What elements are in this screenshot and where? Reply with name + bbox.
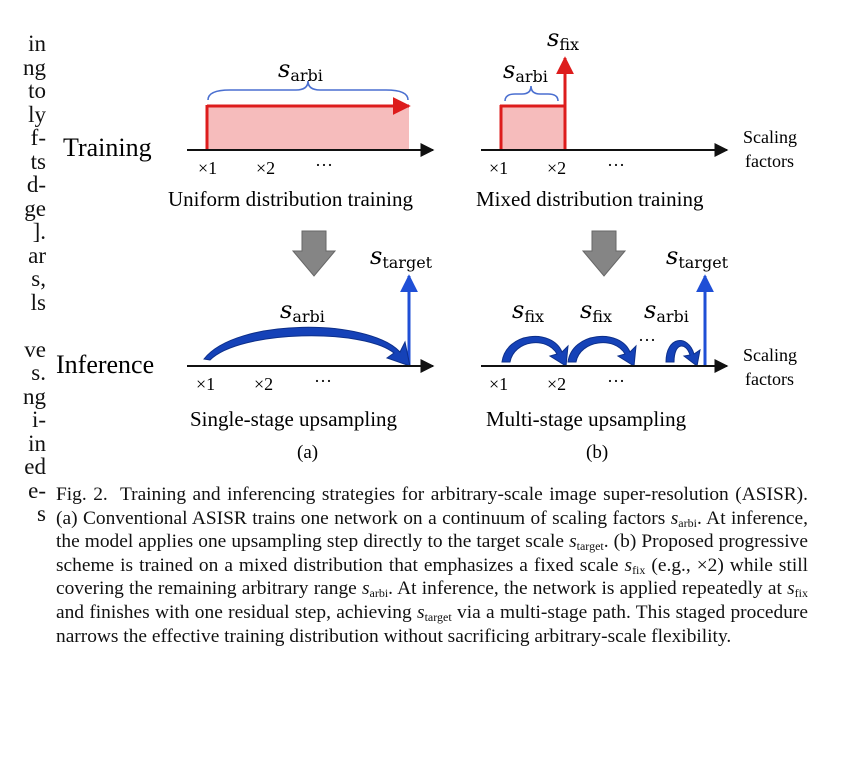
left-column-fragment: ly (28, 101, 46, 127)
tick-dots: ··· (607, 155, 625, 175)
tick-x1: ×1 (198, 158, 217, 178)
down-arrow-icon (581, 230, 627, 277)
tick-dots: ··· (314, 371, 332, 391)
single-jump-arrow (203, 326, 411, 367)
axis-label-line1: Scaling (743, 127, 797, 147)
left-column-fragment: e- (28, 477, 46, 503)
left-column-fragment: s (37, 501, 46, 526)
caption-label: Fig. 2. (56, 484, 108, 505)
tick-x1: ×1 (489, 374, 508, 394)
axis-label-line2: factors (745, 369, 794, 389)
panel-uniform-training: sarbi ×1 ×2 ··· Uniform distribution tra… (168, 55, 435, 211)
panel-multi-stage: starget ··· sfix sfix sarbi ×1 ×2 ··· Sc… (481, 242, 797, 463)
tick-x2: ×2 (254, 374, 273, 394)
left-column-fragment: s. (31, 360, 46, 385)
tick-x2: ×2 (547, 158, 566, 178)
panel-title-single: Single-stage upsampling (190, 407, 398, 431)
symbol-s-target: starget (370, 242, 433, 272)
left-column-fragment: in (28, 31, 46, 56)
left-column-fragment: ge (24, 195, 46, 221)
left-column-fragment: s, (31, 266, 46, 291)
left-column-fragment: d- (26, 172, 46, 197)
tick-x2: ×2 (256, 158, 275, 178)
row-label-inference: Inference (56, 350, 154, 379)
left-column-fragment: ]. (32, 219, 46, 244)
left-column-fragment: i- (31, 407, 46, 432)
symbol-s-target: starget (666, 242, 729, 272)
symbol-s-fix: sfix (512, 296, 544, 326)
left-column-fragment: ng (23, 54, 46, 80)
axis-label-line1: Scaling (743, 345, 797, 365)
panel-single-stage: starget sarbi ×1 ×2 ··· Single-stage ups… (187, 242, 435, 463)
tick-dots: ··· (607, 371, 625, 391)
symbol-s-arbi: sarbi (644, 296, 689, 326)
brace-arbi-mixed (504, 85, 559, 102)
tick-x2: ×2 (547, 374, 566, 394)
fix-jump-arrow-2 (567, 335, 637, 367)
left-column-fragment: f- (30, 125, 46, 150)
left-column-fragment: ls (30, 289, 46, 315)
tick-dots: ··· (315, 155, 333, 175)
panel-tag-b: (b) (586, 442, 608, 463)
down-arrow-icon (291, 230, 337, 277)
symbol-s-fix: sfix (580, 296, 612, 326)
left-column-fragment: in (28, 430, 46, 456)
fix-jump-arrow-1 (501, 335, 569, 367)
left-column-fragment: ng (23, 383, 46, 409)
arbi-jump-arrow (665, 340, 701, 367)
panel-title-uniform: Uniform distribution training (168, 187, 413, 211)
tick-x1: ×1 (489, 158, 508, 178)
left-column-fragment: ed (24, 454, 46, 479)
mixed-distribution-fill (501, 106, 565, 150)
brace-arbi-uniform (207, 80, 409, 101)
left-column-fragment: to (28, 78, 46, 103)
tick-x1: ×1 (196, 374, 215, 394)
symbol-s-arbi: sarbi (280, 296, 325, 326)
panel-title-multi: Multi-stage upsampling (486, 407, 687, 431)
panel-tag-a: (a) (297, 442, 318, 463)
axis-label-line2: factors (745, 151, 794, 171)
left-column-fragment: ts (30, 148, 46, 174)
symbol-s-arbi: sarbi (278, 55, 323, 85)
figure-caption: Fig. 2. Training and inferencing strateg… (56, 484, 808, 647)
figure-2: Training Inference sarbi ×1 ×2 ··· Unifo… (56, 24, 797, 463)
panel-mixed-training: sarbi sfix ×1 ×2 ··· Scaling factors Mix… (476, 24, 797, 211)
row-label-training: Training (63, 133, 152, 162)
symbol-s-fix: sfix (547, 24, 579, 54)
left-column-fragment: ar (28, 242, 46, 268)
tick-dots: ··· (638, 330, 656, 350)
panel-title-mixed: Mixed distribution training (476, 187, 704, 211)
left-column-fragment: ve (24, 336, 46, 362)
symbol-s-arbi: sarbi (503, 56, 548, 86)
uniform-distribution-fill (207, 106, 409, 150)
